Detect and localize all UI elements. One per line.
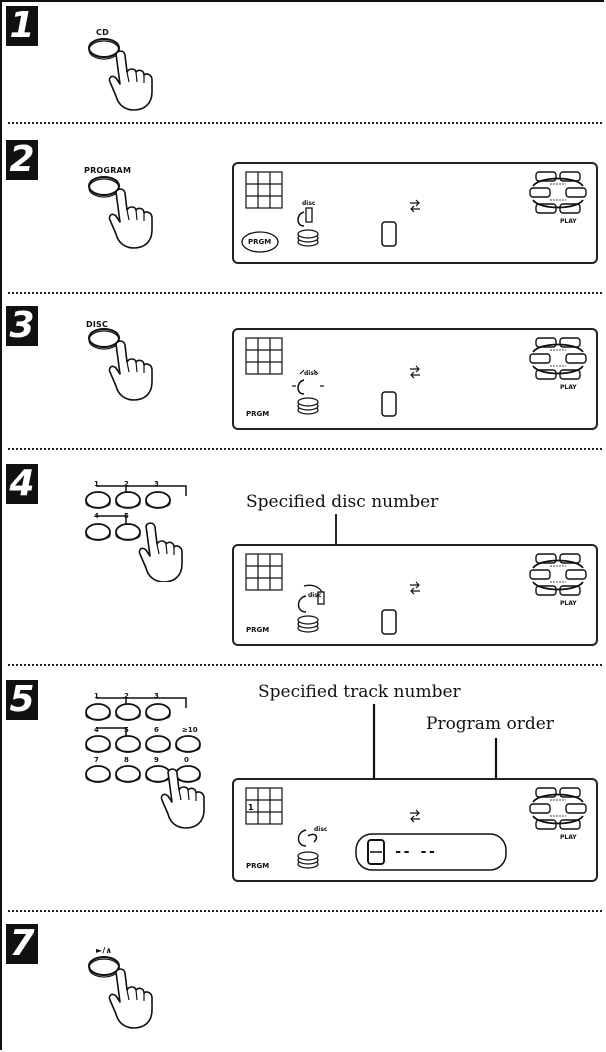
display-panel: 1 PRGM disc -- -- PLAY <box>232 778 598 882</box>
disc-label: disc <box>302 200 316 207</box>
key-3-label: 3 <box>154 480 159 488</box>
divider <box>8 910 602 912</box>
step-7: 7 ►/∧ <box>2 916 602 1048</box>
disc-icon-blinking <box>292 369 324 415</box>
divider <box>8 122 602 124</box>
key-2-label: 2 <box>124 480 129 488</box>
play-pause-button-label: ►/∧ <box>96 946 113 955</box>
step-number: 4 <box>6 464 38 504</box>
disc-button[interactable] <box>82 326 162 406</box>
display-panel: PRGM disc PLAY <box>232 544 598 646</box>
step-number: 3 <box>6 306 38 346</box>
disc-number-icon <box>297 584 325 633</box>
disc-label: disc <box>314 826 328 833</box>
key-1-label: 1 <box>94 480 99 488</box>
program-button-label: PROGRAM <box>84 166 132 175</box>
key-9[interactable] <box>145 765 171 783</box>
disc-number-caption: Specified disc number <box>246 492 439 512</box>
step-number: 7 <box>6 924 38 964</box>
numeric-keypad <box>85 697 205 829</box>
key-7-label: 7 <box>94 756 99 764</box>
key-10-plus[interactable] <box>175 735 201 753</box>
key-4-label: 4 <box>94 512 99 520</box>
key-9-label: 9 <box>154 756 159 764</box>
key-3-label: 3 <box>154 692 159 700</box>
divider <box>8 664 602 666</box>
key-2-label: 2 <box>124 692 129 700</box>
key-4-label: 4 <box>94 726 99 734</box>
prgm-indicator: PRGM <box>246 862 270 870</box>
svg-text:1: 1 <box>248 803 254 812</box>
key-8[interactable] <box>115 765 141 783</box>
key-2[interactable] <box>115 703 141 721</box>
program-button[interactable] <box>82 174 162 254</box>
key-1[interactable] <box>85 703 111 721</box>
step-number: 1 <box>6 6 38 46</box>
step-5: 5 1 2 3 4 5 6 ≥10 7 8 9 0 Specified trac… <box>2 670 602 898</box>
key-7[interactable] <box>85 765 111 783</box>
cd-button-label: CD <box>96 28 109 37</box>
key-1-label: 1 <box>94 692 99 700</box>
key-6-label: 6 <box>154 726 159 734</box>
key-4[interactable] <box>85 735 111 753</box>
step-number: 5 <box>6 680 38 720</box>
key-5[interactable] <box>115 523 141 541</box>
key-3[interactable] <box>145 491 171 509</box>
display-panel: PRGM disc PLAY <box>232 328 598 430</box>
key-10-plus-label: ≥10 <box>182 726 198 734</box>
step-1: 1 CD <box>2 0 602 118</box>
key-1[interactable] <box>85 491 111 509</box>
play-label: PLAY <box>560 834 577 841</box>
display-panel: PRGM disc PLAY <box>232 162 598 264</box>
prgm-indicator: PRGM <box>248 238 272 246</box>
disc-button-label: DISC <box>86 320 109 329</box>
prgm-indicator: PRGM <box>246 626 270 634</box>
key-0[interactable] <box>175 765 201 783</box>
disc-label: disc <box>308 592 322 599</box>
cd-button[interactable] <box>84 36 164 116</box>
play-label: PLAY <box>560 218 577 225</box>
key-0-label: 0 <box>184 756 189 764</box>
key-4[interactable] <box>85 523 111 541</box>
track-dashes: -- -- <box>394 844 437 860</box>
key-2[interactable] <box>115 491 141 509</box>
play-label: PLAY <box>560 384 577 391</box>
step-3: 3 DISC PRGM disc PLAY <box>2 298 602 442</box>
play-pause-button[interactable] <box>84 954 164 1034</box>
key-8-label: 8 <box>124 756 129 764</box>
key-6[interactable] <box>145 735 171 753</box>
step-4: 4 1 2 3 4 5 Specified disc number PRGM <box>2 454 602 658</box>
key-5[interactable] <box>115 735 141 753</box>
prgm-indicator: PRGM <box>246 410 270 418</box>
play-label: PLAY <box>560 600 577 607</box>
disc-label: disc <box>304 370 318 377</box>
key-5-label: 5 <box>124 512 129 520</box>
divider <box>8 448 602 450</box>
program-order-caption: Program order <box>426 714 554 734</box>
step-2: 2 PROGRAM PRGM disc PLAY <box>2 128 602 282</box>
divider <box>8 292 602 294</box>
numeric-keypad <box>85 485 187 582</box>
disc-icon <box>297 207 319 247</box>
step-number: 2 <box>6 140 38 180</box>
track-number-caption: Specified track number <box>258 682 461 702</box>
key-3[interactable] <box>145 703 171 721</box>
key-5-label: 5 <box>124 726 129 734</box>
